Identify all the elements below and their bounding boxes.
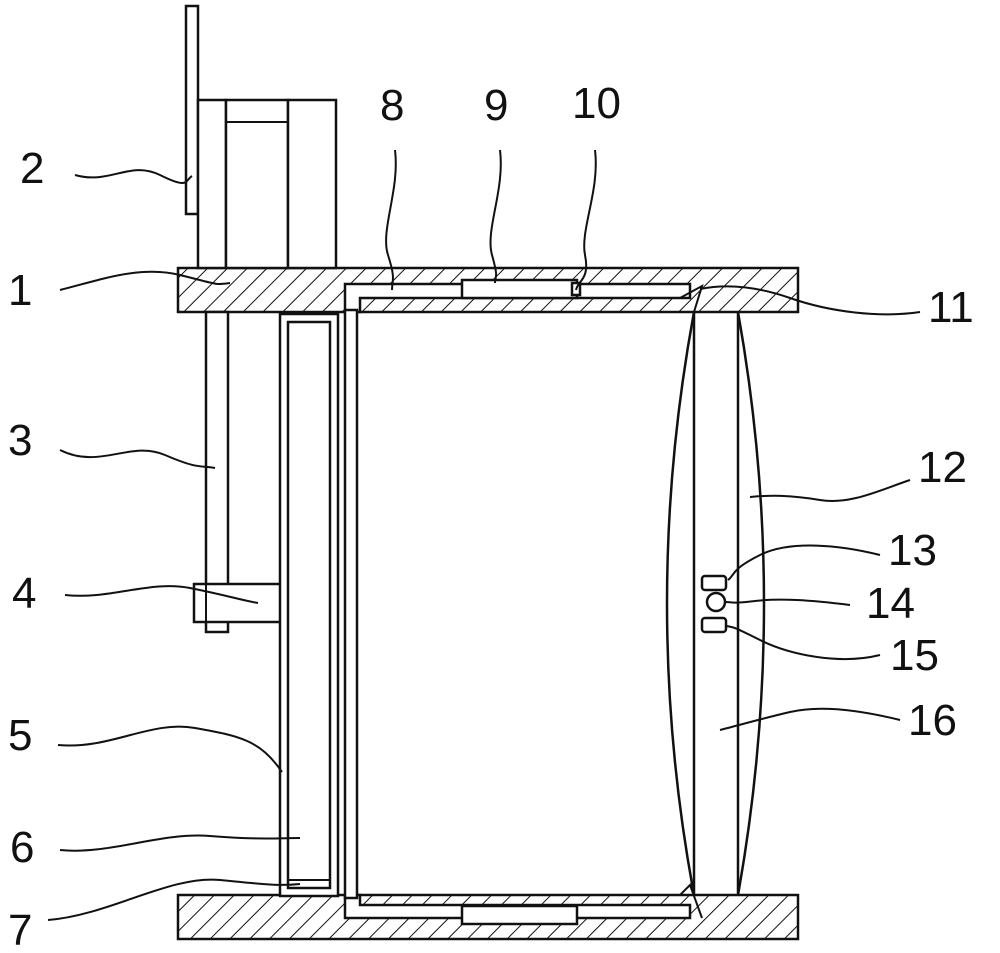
callout-3: 3 — [8, 416, 32, 465]
leader-13 — [727, 544, 881, 581]
callout-11: 11 — [928, 283, 974, 332]
callout-2: 2 — [20, 144, 44, 193]
leader-8 — [385, 149, 397, 291]
leader-14 — [724, 598, 851, 606]
callout-1: 1 — [8, 266, 32, 315]
leader-5 — [57, 725, 283, 773]
leader-4 — [64, 585, 259, 604]
handle-plate — [184, 4, 200, 216]
callout-12: 12 — [918, 443, 967, 492]
leader-15 — [726, 625, 881, 660]
vertical-shaft — [204, 310, 230, 634]
inner-frame — [286, 320, 332, 890]
callout-7: 7 — [8, 906, 32, 953]
callout-16: 16 — [908, 696, 957, 745]
leader-3 — [59, 449, 216, 469]
leader-6 — [59, 834, 301, 852]
callout-14: 14 — [866, 579, 915, 628]
callout-9: 9 — [484, 81, 508, 130]
leader-1 — [59, 270, 231, 291]
callout-4: 4 — [12, 569, 36, 618]
callout-15: 15 — [890, 631, 939, 680]
motor-body — [224, 98, 290, 270]
callout-13: 13 — [888, 526, 937, 575]
callout-6: 6 — [10, 823, 34, 872]
shaft-upper — [196, 98, 228, 270]
leader-16 — [719, 707, 901, 731]
leader-12 — [749, 479, 911, 502]
part-14 — [705, 591, 727, 613]
part-15 — [700, 616, 728, 634]
connector-block — [192, 582, 290, 624]
bottom-hinge — [679, 883, 703, 919]
top-slider — [460, 278, 579, 300]
top-hinge — [679, 283, 704, 313]
part-13 — [700, 574, 728, 592]
callout-8: 8 — [380, 81, 404, 130]
leader-9 — [489, 149, 502, 284]
leader-10 — [575, 149, 597, 291]
callout-5: 5 — [8, 711, 32, 760]
lens-right-arc — [736, 311, 766, 896]
motor-cap — [286, 98, 338, 270]
callout-10: 10 — [572, 79, 621, 128]
leader-7 — [47, 878, 301, 921]
lens-left-arc — [665, 311, 696, 896]
bottom-slider — [460, 904, 579, 926]
leader-2 — [74, 169, 193, 184]
leader-11 — [699, 285, 921, 316]
left-rod — [343, 308, 359, 900]
